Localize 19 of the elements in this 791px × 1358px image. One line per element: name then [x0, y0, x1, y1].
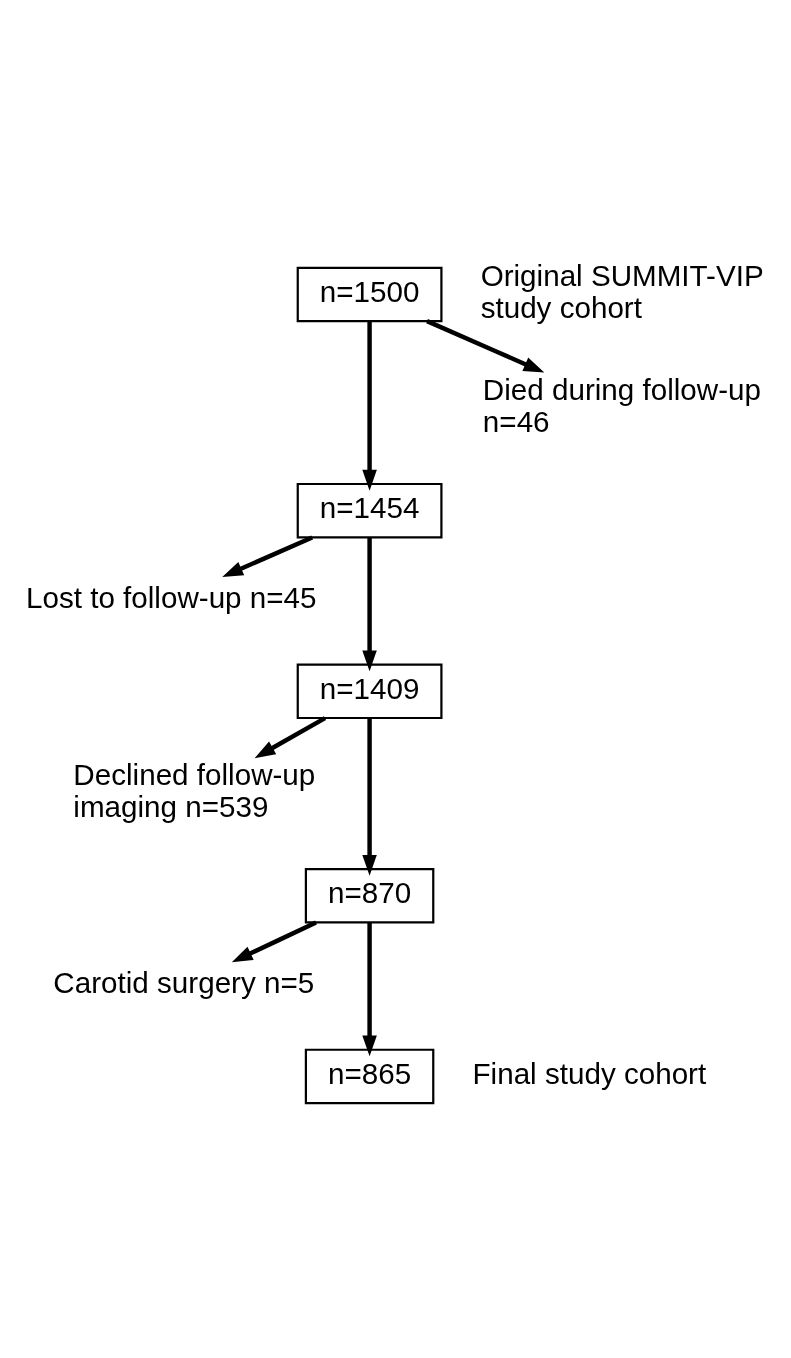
node-label: Final study cohort: [472, 1056, 707, 1090]
node-text: Lost to follow-up n=45: [25, 580, 317, 614]
node-label: Original SUMMIT-VIP study cohort: [480, 258, 764, 324]
arrow: [362, 922, 377, 1056]
arrow: [362, 537, 377, 671]
arrow: [254, 715, 327, 758]
arrow: [231, 920, 317, 962]
arrow: [362, 717, 377, 876]
node-text: Died during follow-up n=46: [482, 372, 762, 438]
node-text: Carotid surgery n=5: [53, 965, 315, 999]
arrow: [426, 318, 545, 373]
node-box: n=1500: [296, 266, 443, 322]
node-box: n=865: [304, 1048, 435, 1104]
node-box: n=870: [304, 867, 435, 923]
arrow: [222, 534, 314, 577]
node-box: n=1454: [296, 482, 443, 538]
node-box: n=1409: [296, 663, 443, 719]
node-text: Declined follow-up imaging n=539: [73, 757, 316, 823]
arrow: [362, 320, 377, 491]
